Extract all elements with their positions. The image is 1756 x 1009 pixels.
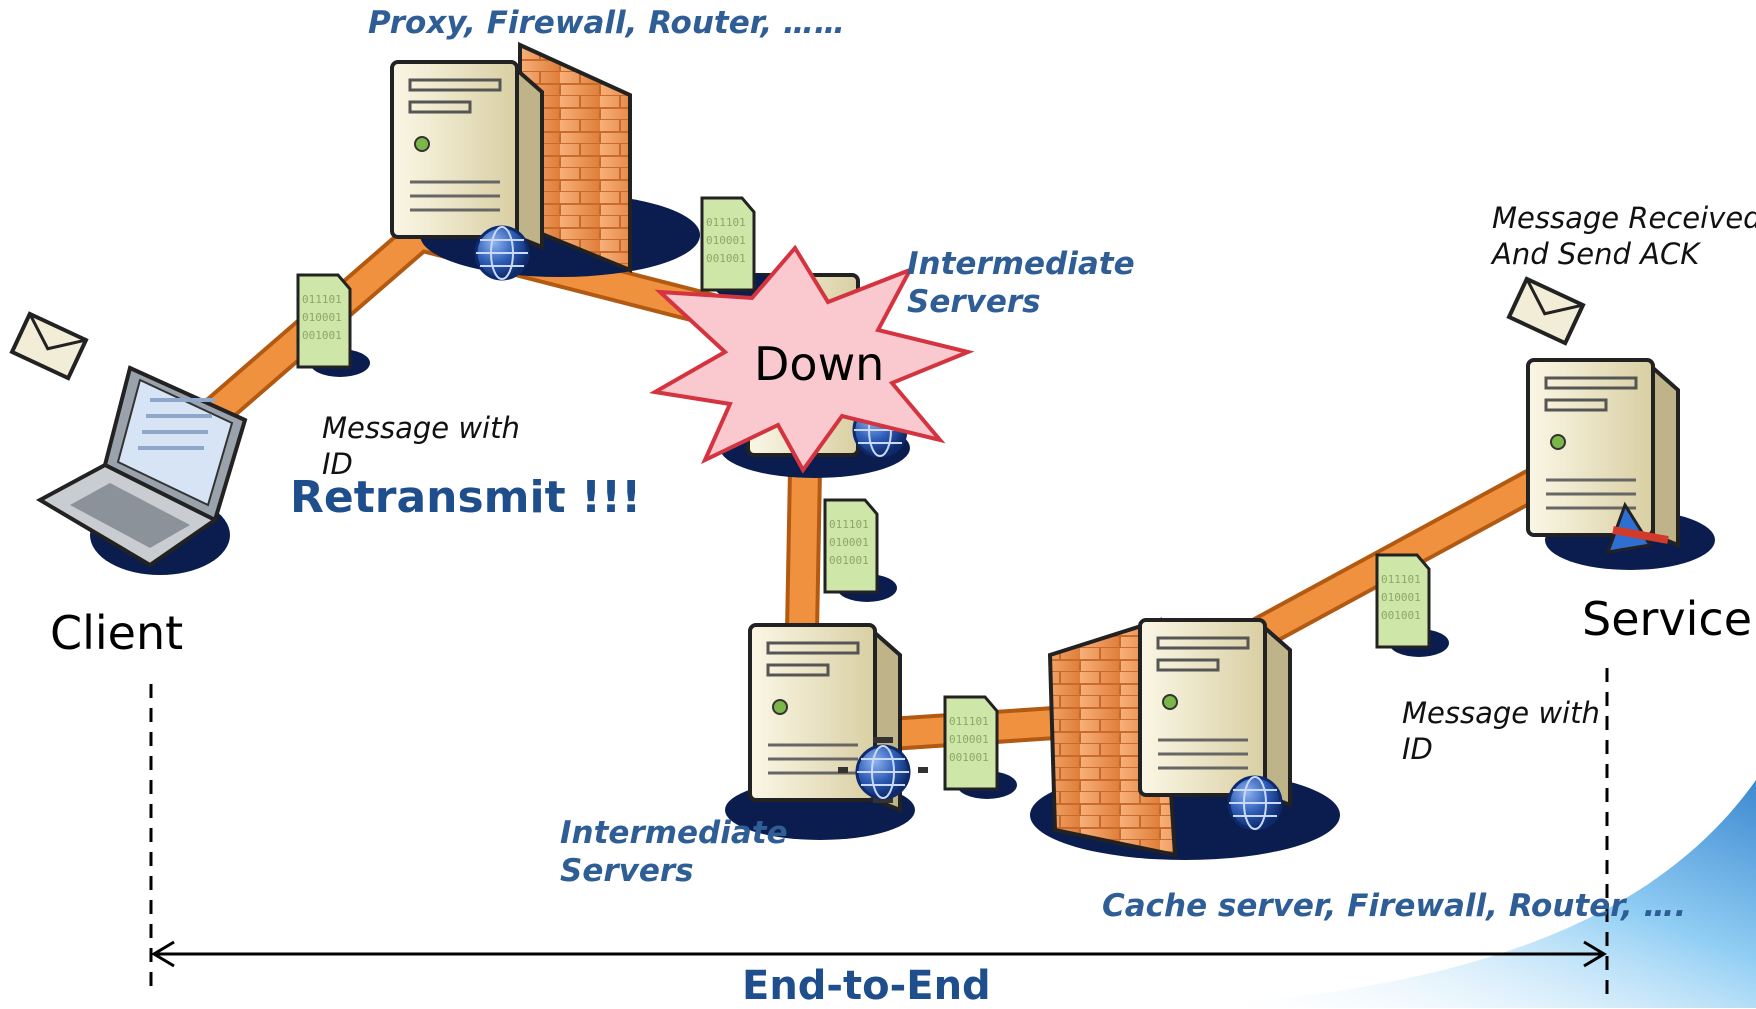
intermediate-servers-bottom-label: Intermediate Servers <box>560 814 788 890</box>
binary-document-icon <box>823 498 899 604</box>
down-label: Down <box>754 337 885 391</box>
envelope-icon <box>10 311 88 381</box>
client-label: Client <box>50 606 184 660</box>
server-service-icon <box>1526 358 1715 570</box>
retransmit-label: Retransmit !!! <box>290 472 642 523</box>
ack-line1: Message Received <box>1492 201 1756 235</box>
failure-burst <box>649 244 975 474</box>
intermediate-bottom-line1: Intermediate <box>560 815 788 851</box>
message-with-id-right-label: Message with ID <box>1402 695 1600 767</box>
server-with-firewall-icon <box>1030 617 1340 860</box>
intermediate-top-line2: Servers <box>907 284 1041 320</box>
message-with-id-right-line2: ID <box>1402 732 1433 766</box>
end-to-end-label: End-to-End <box>742 963 991 1009</box>
bottom-devices-label: Cache server, Firewall, Router, …. <box>1102 888 1687 924</box>
intermediate-servers-top-label: Intermediate Servers <box>907 245 1135 321</box>
service-label: Service <box>1582 592 1753 646</box>
end-to-end-span <box>149 668 1609 1000</box>
decorative-swirl <box>1180 780 1756 1008</box>
server-globe-icon <box>725 623 928 840</box>
message-with-id-left-line2: ID <box>322 447 353 481</box>
binary-document-icon <box>1375 553 1451 659</box>
server-with-firewall-icon <box>390 41 700 281</box>
envelope-icon <box>1507 276 1585 346</box>
message-with-id-left-line1: Message with <box>322 411 520 445</box>
message-with-id-left-label: Message with ID <box>322 410 520 482</box>
top-devices-label: Proxy, Firewall, Router, …… <box>368 5 846 41</box>
ack-label: Message Received And Send ACK <box>1492 200 1756 272</box>
intermediate-bottom-line2: Servers <box>560 853 694 889</box>
intermediate-top-line1: Intermediate <box>907 246 1135 282</box>
message-with-id-right-line1: Message with <box>1402 696 1600 730</box>
laptop-icon <box>35 365 248 575</box>
ack-line2: And Send ACK <box>1492 237 1700 271</box>
